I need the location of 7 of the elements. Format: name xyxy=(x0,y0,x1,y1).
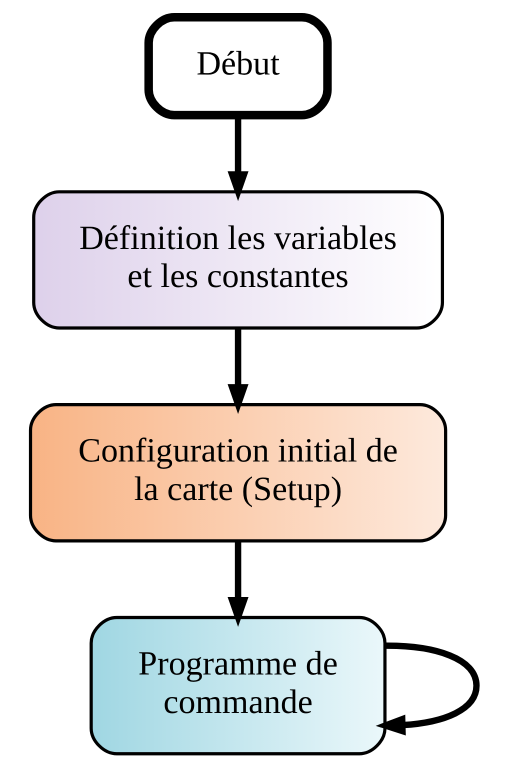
node-box: Définition les variables et les constantes xyxy=(32,190,444,330)
arrow xyxy=(228,328,249,414)
node-box: Début xyxy=(144,12,332,120)
node-box: Configuration initial de la carte (Setup) xyxy=(28,403,448,542)
arrow xyxy=(228,540,249,627)
arrow xyxy=(376,642,480,736)
node-box: Programme de commande xyxy=(90,616,387,756)
